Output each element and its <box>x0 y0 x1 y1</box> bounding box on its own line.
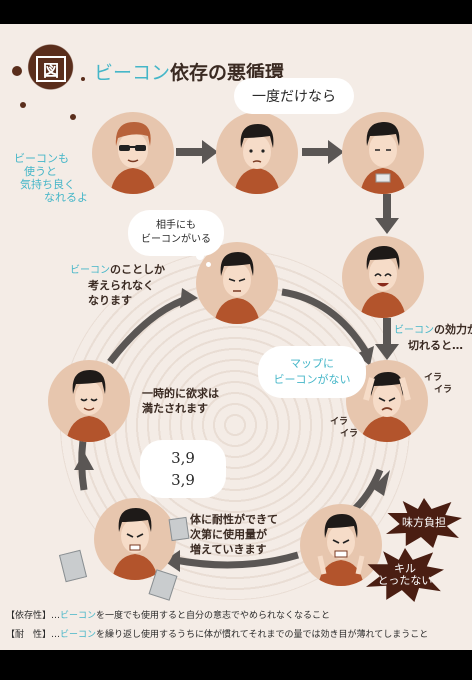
dependency-beacon: ビーコン <box>60 611 97 621</box>
dependency-text: を一度でも使用すると自分の意志でやめられなくなること <box>96 611 331 621</box>
cloud-only-once-text: 一度だけなら <box>252 89 336 105</box>
person-frustrated <box>300 504 382 586</box>
person-craving <box>342 236 424 318</box>
cloud-only-once: 一度だけなら <box>234 78 354 114</box>
note-temporarily-satisfied: 一時的に欲求は 満たされます <box>142 386 219 416</box>
top-black-bar <box>0 0 472 24</box>
arrow-down-1 <box>375 194 399 234</box>
cloud-partner-line1: 相手にも <box>156 220 196 231</box>
only-think-line3: なります <box>88 294 132 307</box>
feel-good-line1: ビーコンも <box>14 152 69 165</box>
only-think-rest: のことしか <box>110 263 165 276</box>
arrow-right-1 <box>176 140 218 164</box>
tolerance-line3: 増えていきます <box>190 543 267 556</box>
satisfied-line1: 一時的に欲求は <box>142 387 219 400</box>
packet-decoration-3 <box>168 516 190 542</box>
effect-line2: 切れると… <box>408 339 463 352</box>
cloud-map-line1: マップに <box>290 357 334 370</box>
cloud-number-1: 3,9 <box>171 449 195 467</box>
thought-dots-small <box>206 262 211 267</box>
burst-flavor-text: 味方負担 <box>402 516 446 529</box>
definitions: 【依存性】…ビーコンを一度でも使用すると自分の意志でやめられなくなること 【耐 … <box>6 607 472 645</box>
cloud-partner-line2: ビーコンがいる <box>141 234 211 245</box>
irritation-left: イラ イラ <box>330 416 358 440</box>
person-dealer-sunglasses <box>92 112 174 194</box>
thought-dots <box>196 252 204 260</box>
cloud-numbers: 3,9 3,9 <box>140 440 226 498</box>
feel-good-line3: 気持ち良く <box>20 178 75 191</box>
title-beacon: ビーコン <box>94 62 171 84</box>
irritation-right-1: イラ <box>424 373 443 383</box>
person-obsessed <box>196 242 278 324</box>
effect-beacon: ビーコン <box>394 325 434 336</box>
burst-kill-line2: とったない <box>377 574 433 587</box>
tolerance-text: を繰り返し使用するうちに体が慣れてそれまでの量では効き目が薄れてしまうこと <box>96 630 429 640</box>
only-think-beacon: ビーコン <box>70 265 110 276</box>
definition-tolerance: 【耐 性】…ビーコンを繰り返し使用するうちに体が慣れてそれまでの量では効き目が薄… <box>6 626 472 645</box>
cloud-no-beacon-on-map: マップに ビーコンがない <box>258 346 366 398</box>
burst-kill-line1: キル <box>394 562 416 575</box>
person-hesitant <box>216 112 298 194</box>
feel-good-line2: 使うと <box>24 165 57 178</box>
cloud-partner-has-beacon: 相手にも ビーコンがいる <box>128 210 224 256</box>
irritation-left-1: イラ <box>330 417 349 427</box>
dependency-label: 【依存性】… <box>6 611 61 621</box>
tolerance-label: 【耐 性】… <box>6 630 61 640</box>
only-think-line2: 考えられなく <box>88 279 154 292</box>
tolerance-line2: 次第に使用量が <box>190 528 267 541</box>
person-using <box>342 112 424 194</box>
cloud-map-line2: ビーコンがない <box>273 373 351 386</box>
note-feel-good: ビーコンも 使うと 気持ち良く なれるよ <box>14 152 88 204</box>
arrow-down-2 <box>375 318 399 360</box>
note-only-think-about-beacon: ビーコンのことしか 考えられなく なります <box>70 262 165 308</box>
tolerance-beacon: ビーコン <box>60 630 97 640</box>
definition-dependency: 【依存性】…ビーコンを一度でも使用すると自分の意志でやめられなくなること <box>6 607 472 626</box>
note-effect-wears-off: ビーコンの効力が 切れると… <box>394 322 472 353</box>
irritation-right: イラ イラ <box>424 372 452 396</box>
coffee-splat-decoration <box>12 40 88 100</box>
effect-rest: の効力が <box>434 323 472 336</box>
arrow-right-2 <box>302 140 344 164</box>
irritation-left-2: イラ <box>340 429 359 439</box>
satisfied-line2: 満たされます <box>142 402 208 415</box>
person-satisfied <box>48 360 130 442</box>
bottom-black-bar <box>0 650 472 680</box>
irritation-right-2: イラ <box>434 385 453 395</box>
person-tolerance <box>94 498 176 580</box>
feel-good-line4: なれるよ <box>44 191 88 204</box>
cloud-number-2: 3,9 <box>171 471 195 489</box>
tolerance-line1: 体に耐性ができて <box>190 513 278 526</box>
note-tolerance-develops: 体に耐性ができて 次第に使用量が 増えていきます <box>190 512 278 557</box>
figure-badge: 図 <box>36 56 66 82</box>
